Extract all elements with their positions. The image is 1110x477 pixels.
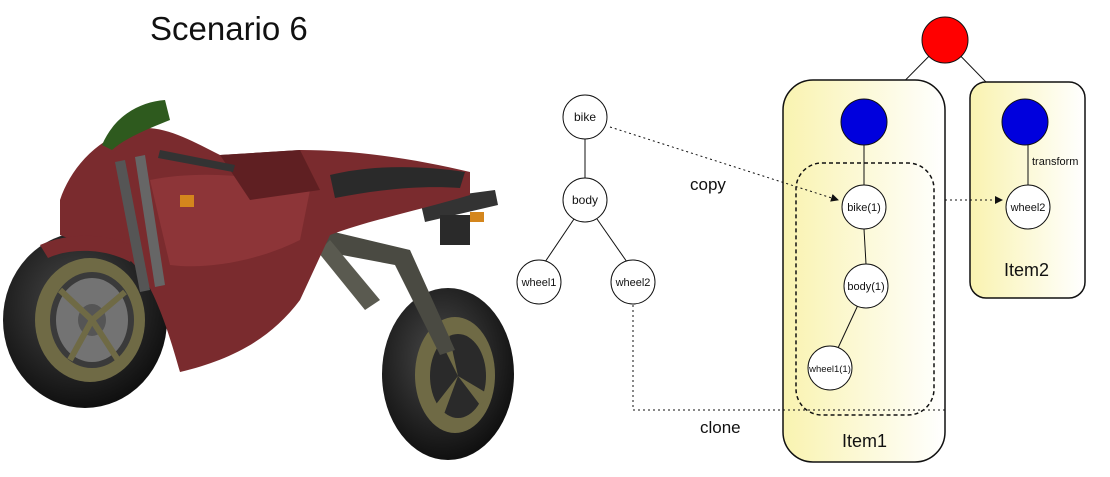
root-node bbox=[921, 16, 969, 64]
transform-label: transform bbox=[1032, 156, 1078, 168]
item1-node-wheel1-copy: wheel1(1) bbox=[807, 345, 853, 391]
copied-subgraph-frame bbox=[795, 162, 935, 416]
item1-label: Item1 bbox=[842, 431, 887, 451]
rear-wheel bbox=[382, 288, 514, 460]
svg-text:wheel1(1): wheel1(1) bbox=[808, 364, 851, 375]
svg-text:wheel2: wheel2 bbox=[1010, 202, 1046, 214]
tree-node-body: body bbox=[562, 177, 608, 223]
item2-label: Item2 bbox=[1004, 260, 1049, 280]
copy-label: copy bbox=[690, 175, 726, 194]
clone-label: clone bbox=[700, 418, 741, 437]
item1-transform-node bbox=[840, 98, 888, 146]
svg-text:body(1): body(1) bbox=[847, 281, 884, 293]
tree-node-wheel1: wheel1 bbox=[516, 259, 562, 305]
tree-node-bike: bike bbox=[562, 94, 608, 140]
item2-transform-node bbox=[1001, 98, 1049, 146]
svg-text:wheel1: wheel1 bbox=[521, 277, 557, 289]
item1-node-bike-copy: bike(1) bbox=[841, 184, 887, 230]
motorcycle-illustration bbox=[3, 100, 514, 460]
svg-text:bike(1): bike(1) bbox=[847, 202, 881, 214]
svg-text:body: body bbox=[572, 193, 598, 207]
item1-node-body-copy: body(1) bbox=[843, 263, 889, 309]
clone-edge-to-item2 bbox=[944, 196, 1003, 410]
tree-node-wheel2: wheel2 bbox=[610, 259, 656, 305]
svg-text:bike: bike bbox=[574, 110, 596, 124]
front-wheel bbox=[3, 232, 167, 408]
svg-text:wheel2: wheel2 bbox=[615, 277, 651, 289]
scenario-title: Scenario 6 bbox=[150, 10, 308, 47]
clone-edge bbox=[632, 305, 945, 411]
item2-node-wheel2: wheel2 bbox=[1005, 184, 1051, 230]
